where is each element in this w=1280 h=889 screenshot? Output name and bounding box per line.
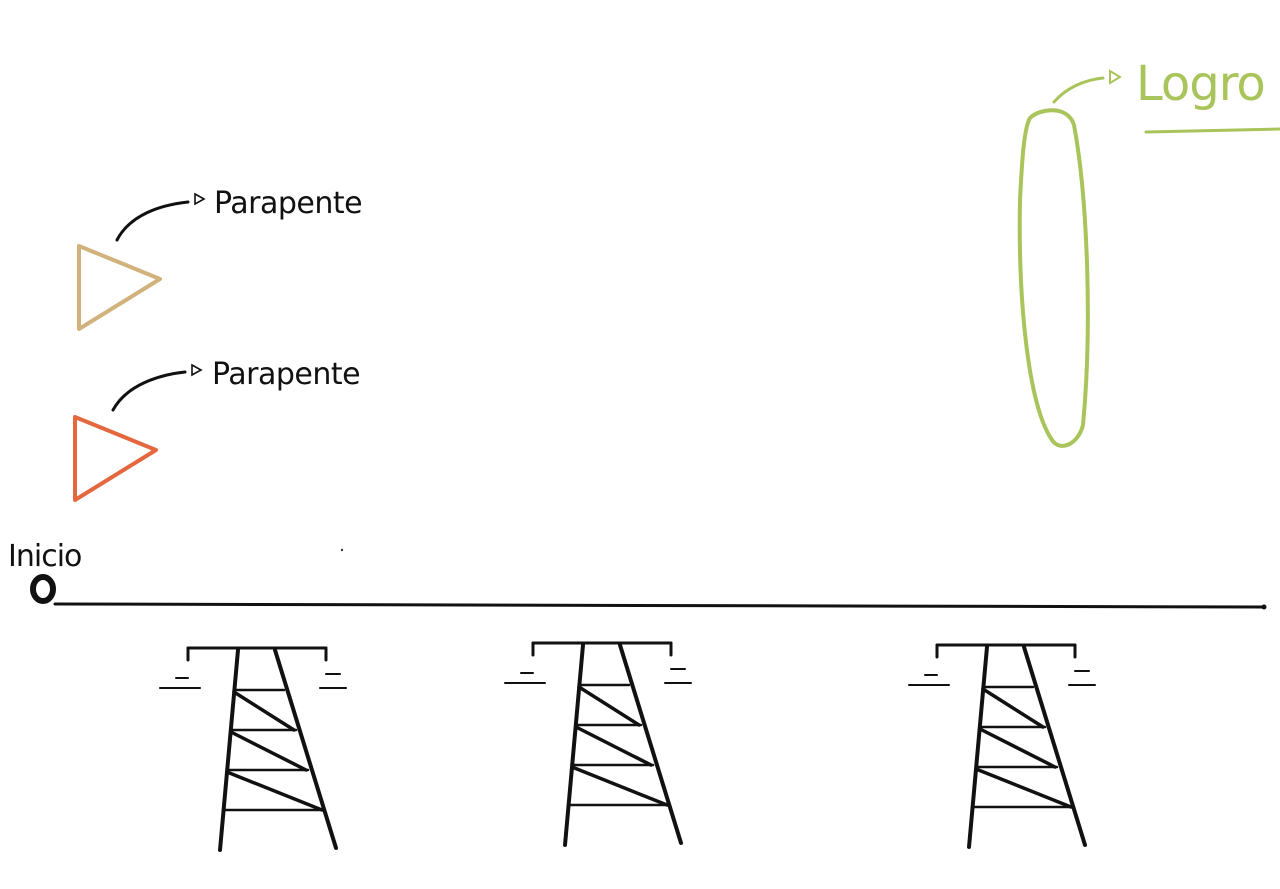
glider-1-label: Parapente xyxy=(214,186,362,221)
glider-1: Parapente xyxy=(77,186,363,331)
power-tower-icon xyxy=(503,641,693,847)
glider-1-arrow-icon xyxy=(194,192,206,206)
stray-dot xyxy=(340,548,344,552)
goal-connector xyxy=(1052,76,1105,104)
goal: Logro xyxy=(1017,56,1280,448)
power-tower-icon xyxy=(907,643,1097,849)
goal-arrow-icon xyxy=(1109,69,1122,85)
glider-2: Parapente xyxy=(73,357,361,502)
timeline-end-dot xyxy=(1261,604,1267,610)
goal-ellipse-target-icon xyxy=(1017,108,1090,448)
tower-2 xyxy=(503,641,693,847)
tower-3 xyxy=(907,643,1097,849)
glider-2-label: Parapente xyxy=(212,357,360,392)
glider-2-triangle-icon xyxy=(73,415,158,502)
goal-underline xyxy=(1144,127,1280,134)
glider-1-triangle-icon xyxy=(77,244,162,331)
glider-1-connector xyxy=(115,200,190,242)
glider-2-arrow-icon xyxy=(191,363,203,377)
tower-1 xyxy=(158,646,348,852)
start-label: Inicio xyxy=(8,539,81,574)
goal-label: Logro xyxy=(1136,56,1265,112)
start-circle-icon xyxy=(30,574,56,604)
glider-2-connector xyxy=(111,370,187,412)
timeline-line xyxy=(53,602,1266,609)
start: Inicio xyxy=(8,539,82,604)
power-tower-icon xyxy=(158,646,348,852)
